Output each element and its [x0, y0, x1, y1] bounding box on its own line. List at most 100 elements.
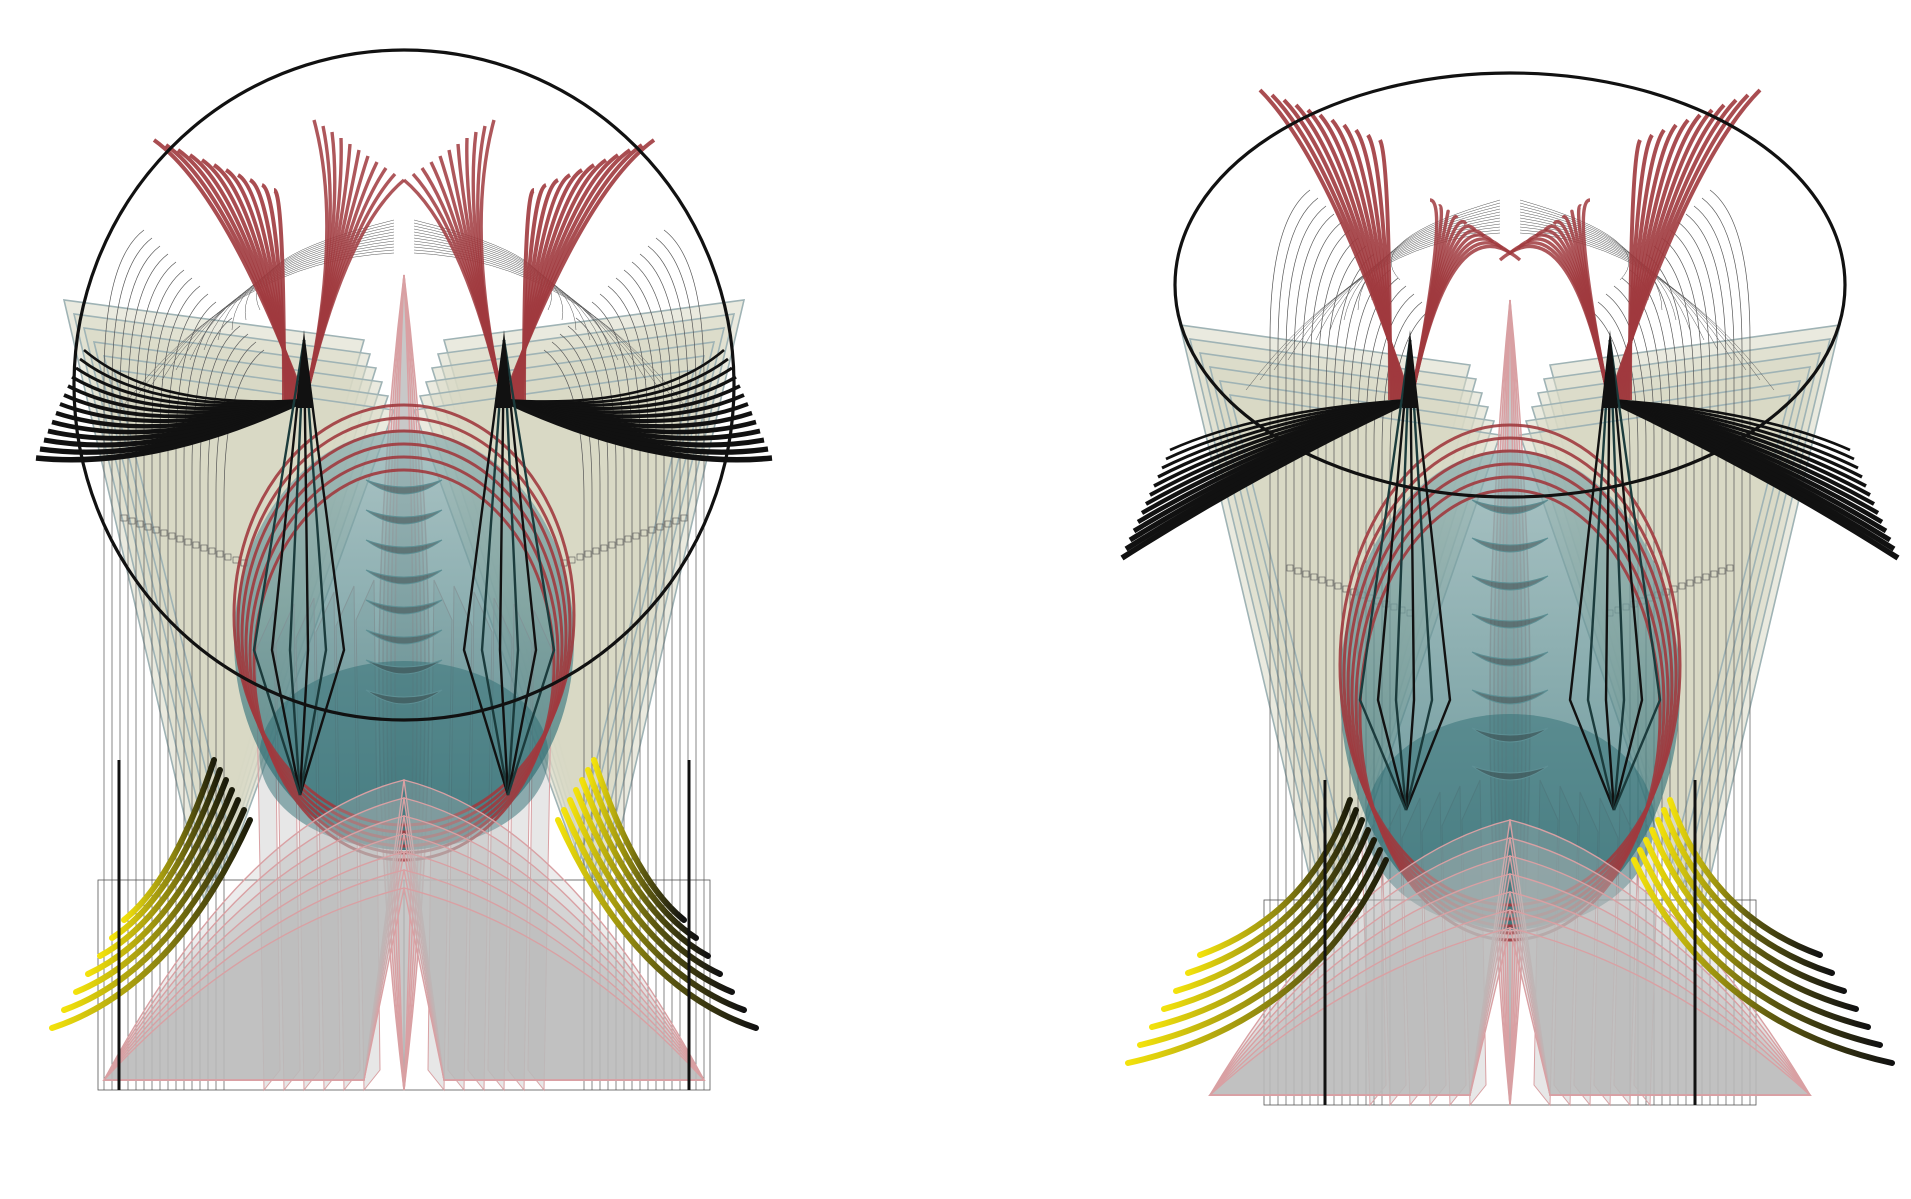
yellow-tendril [1125, 857, 1389, 1066]
red-body-ring [232, 403, 576, 827]
tiny-box [608, 541, 616, 549]
yellow-tendril [109, 767, 223, 941]
outline-shape [1173, 71, 1847, 499]
grey-petals [1208, 819, 1812, 1096]
thin-arc [1357, 208, 1501, 311]
yellow-tendril [1185, 807, 1359, 976]
tiny-box [648, 526, 656, 534]
tiny-box [176, 535, 184, 543]
chevron-scale [1471, 765, 1549, 781]
diamond-stroke [502, 339, 538, 796]
tiny-box [1686, 579, 1694, 587]
black-fan-stroke [1608, 397, 1900, 561]
tiny-box [1310, 573, 1318, 581]
yellow-tendril [573, 787, 723, 977]
grey-petal [102, 779, 405, 1081]
yellow-tendril [1643, 837, 1871, 1030]
diamond-stroke [462, 339, 510, 796]
red-body-ring [252, 468, 556, 862]
grey-petal [403, 779, 706, 1081]
yellow-tendril [561, 807, 747, 1013]
grey-petal [1509, 891, 1812, 1096]
chevron-scale [365, 659, 443, 675]
thin-line [1677, 221, 1719, 1105]
red-stroke-inner [402, 178, 506, 407]
tiny-box [152, 526, 160, 534]
thin-line [1301, 221, 1343, 1105]
thin-line [1373, 293, 1415, 1105]
thin-line [575, 317, 617, 1090]
black-fan-stroke [502, 397, 773, 463]
tiny-box [672, 517, 680, 525]
red-stroke-inner [1408, 244, 1522, 407]
tiny-box [600, 544, 608, 552]
tiny-box [1726, 564, 1734, 572]
thin-arc [1343, 211, 1501, 321]
chevron-scale [1471, 689, 1549, 705]
thin-line [1669, 229, 1711, 1105]
tiny-box [160, 529, 168, 537]
thin-line [1309, 229, 1351, 1105]
diamond-stroke [270, 339, 306, 796]
tiny-box [576, 553, 584, 561]
chevron-scale [365, 569, 443, 585]
chevron-scale [365, 689, 443, 705]
diamond-stroke [1358, 339, 1412, 811]
grey-petal [1208, 909, 1511, 1096]
red-body-ring [244, 442, 564, 848]
grey-petal [1208, 873, 1511, 1096]
thin-line [559, 333, 601, 1090]
tiny-box [1694, 576, 1702, 584]
thin-line [647, 245, 689, 1090]
black-spike [296, 330, 312, 408]
yellow-tendril [1655, 817, 1847, 994]
chevron-scale [365, 599, 443, 615]
diamond-stroke [1404, 339, 1416, 811]
tiny-box [616, 538, 624, 546]
diamond-stroke [1376, 339, 1412, 811]
thin-line [207, 333, 249, 1090]
red-body-ring [1354, 475, 1666, 935]
yellow-tendril [1637, 847, 1883, 1048]
grey-petal [1509, 873, 1812, 1096]
figure-left [35, 48, 773, 1092]
chevron-scale [365, 509, 443, 525]
thin-arc [119, 252, 395, 411]
tiny-box [624, 535, 632, 543]
grey-petal [1509, 909, 1812, 1096]
chevron-scale [1471, 537, 1549, 553]
thin-line [103, 229, 145, 1090]
chevron-scale [365, 479, 443, 495]
diamond-stroke [1608, 339, 1662, 811]
thin-line [567, 325, 609, 1090]
thin-line [1693, 205, 1735, 1105]
tiny-box [584, 550, 592, 558]
tiny-box [224, 553, 232, 561]
red-body-ring [1350, 462, 1670, 928]
teal-lower-lobe [259, 661, 549, 850]
tiny-box [208, 547, 216, 555]
thin-line [1701, 197, 1743, 1105]
chevron-scale [365, 539, 443, 555]
tiny-box [640, 529, 648, 537]
tiny-box [192, 541, 200, 549]
red-stroke [272, 188, 286, 401]
tiny-box [664, 520, 672, 528]
red-stroke [1628, 139, 1642, 401]
yellow-tendril [1197, 797, 1353, 958]
diamond-stroke [298, 339, 328, 796]
thin-line [119, 245, 161, 1090]
thin-line [183, 309, 225, 1090]
yellow-tendril [1649, 827, 1859, 1012]
chevron-scale [1471, 575, 1549, 591]
red-bundles [152, 119, 656, 407]
yellow-tendril [585, 767, 699, 941]
red-body-ring [236, 416, 572, 834]
tiny-box [1334, 582, 1342, 590]
diamond-stroke [480, 339, 510, 796]
diamond-stroke [1568, 339, 1616, 811]
yellow-tendril [1161, 827, 1371, 1012]
tiny-box [592, 547, 600, 555]
yellow-tendril [1149, 837, 1377, 1030]
